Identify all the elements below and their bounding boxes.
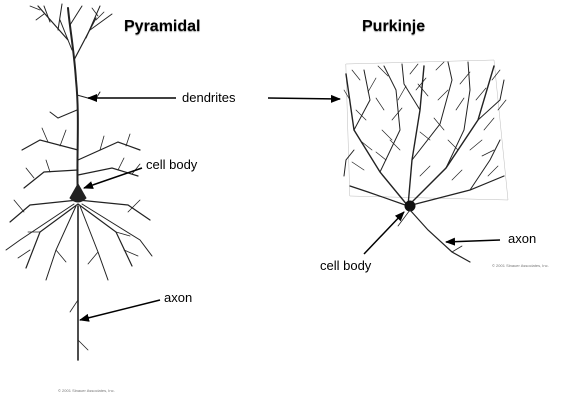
copyright-pyramidal: © 2001 Sinauer Associates, Inc.	[58, 388, 115, 393]
pyramidal-neuron	[6, 4, 152, 360]
purkinje-neuron	[344, 60, 508, 262]
cell-body-label-pyramidal: cell body	[146, 157, 197, 172]
purkinje-title: Purkinje	[362, 18, 425, 36]
arrow-cell-body-purkinje	[364, 212, 404, 254]
axon-label-pyramidal: axon	[164, 290, 192, 305]
arrow-dendrites-purkinje	[268, 98, 340, 99]
dendrites-label: dendrites	[182, 90, 235, 105]
cell-body-label-purkinje: cell body	[320, 258, 371, 273]
copyright-purkinje: © 2001 Sinauer Associates, Inc.	[492, 263, 549, 268]
arrow-axon-purkinje	[446, 240, 500, 242]
axon-label-purkinje: axon	[508, 231, 536, 246]
arrow-cell-body-pyramidal	[84, 168, 142, 188]
arrow-axon-pyramidal	[80, 300, 160, 320]
pyramidal-title: Pyramidal	[124, 18, 200, 36]
annotation-arrows	[80, 98, 500, 320]
